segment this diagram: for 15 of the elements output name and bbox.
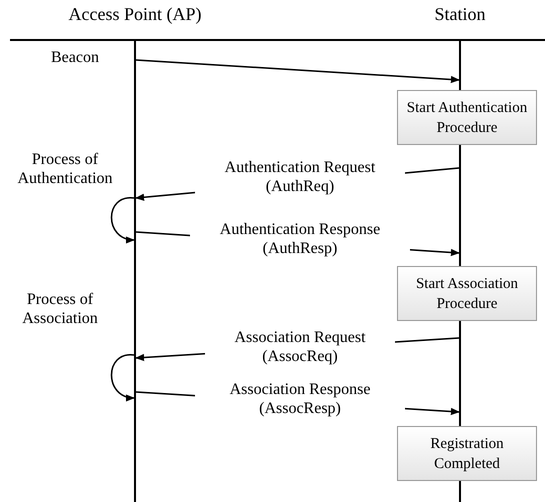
- message-arrow: [136, 59, 460, 84]
- edge-label: Authentication Response (AuthResp): [190, 220, 410, 258]
- lifeline: [134, 40, 136, 502]
- edge-label: Authentication Request (AuthReq): [195, 158, 405, 196]
- edge-label: Process of Authentication: [16, 150, 114, 188]
- edge-label: Association Request (AssocReq): [205, 328, 395, 366]
- self-loop-arrow: [110, 354, 135, 400]
- process-box: Registration Completed: [397, 426, 537, 481]
- process-box: Start Authentication Procedure: [397, 90, 537, 145]
- edge-label: Process of Association: [21, 290, 99, 328]
- process-box: Start Association Procedure: [397, 266, 537, 321]
- lifeline-header: Station: [433, 4, 486, 25]
- lifeline-header: Access Point (AP): [68, 4, 202, 25]
- edge-label: Association Response (AssocResp): [195, 380, 405, 418]
- self-loop-arrow: [110, 197, 135, 243]
